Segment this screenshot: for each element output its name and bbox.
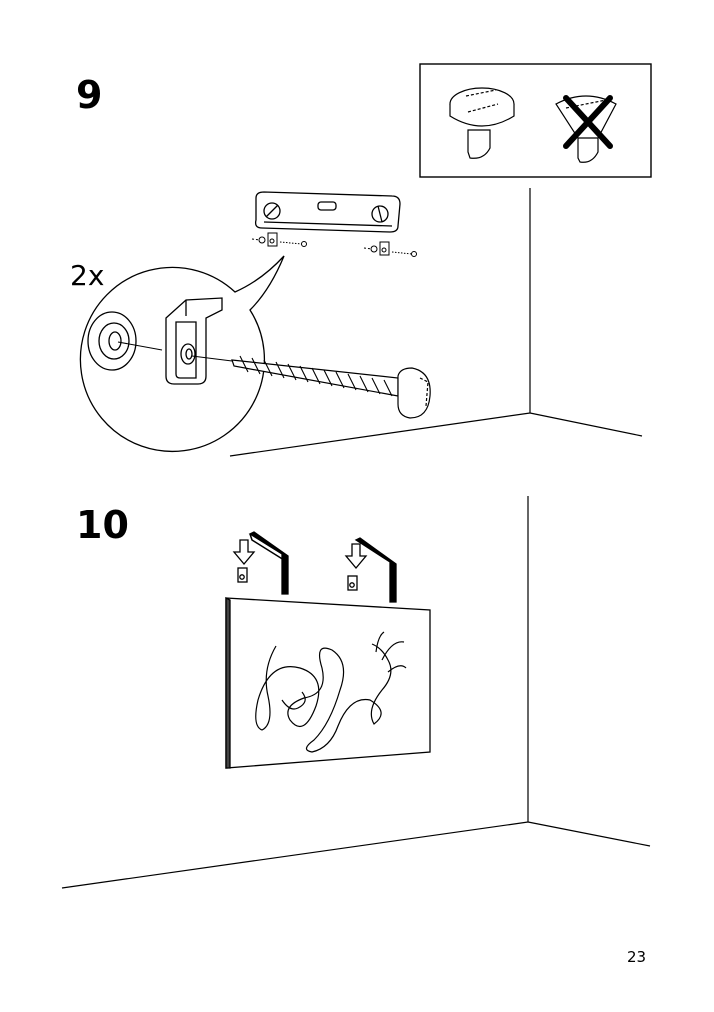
artwork-line-drawing (255, 631, 407, 753)
step10-room-corner (61, 496, 651, 889)
wall-bracket-marker-right (363, 241, 417, 257)
wall-bracket-marker-left (251, 232, 307, 247)
page-number: 23 (627, 948, 647, 966)
right-hanger-arrow (344, 537, 397, 603)
step9-room-corner (229, 188, 643, 457)
cross-mark-icon (563, 95, 613, 149)
screw-icon (231, 355, 431, 419)
spirit-level-icon (254, 191, 401, 233)
left-hanger-arrow (232, 531, 289, 595)
step-9-number: 9 (76, 73, 103, 117)
correct-screw-head-icon (449, 87, 515, 159)
hanging-bracket-icon (165, 297, 223, 385)
step-10-number: 10 (76, 503, 129, 547)
screw-head-detail-box (419, 63, 652, 178)
washer-icon (87, 311, 137, 371)
quantity-label: 2x (70, 259, 105, 292)
